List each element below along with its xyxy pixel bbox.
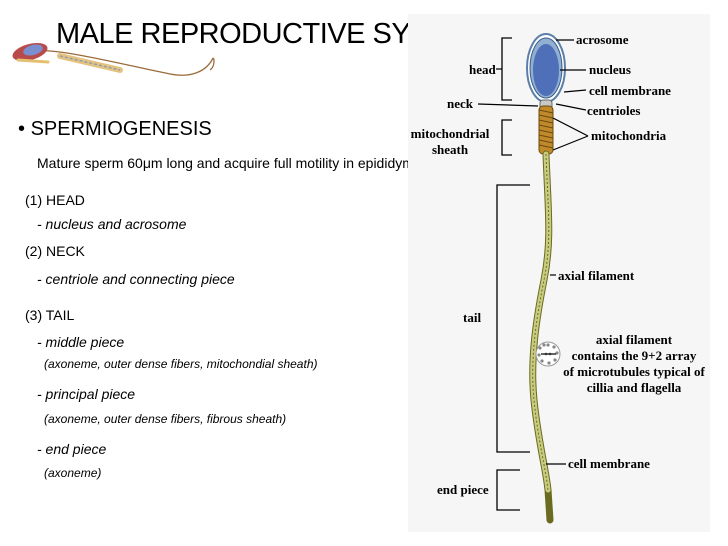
axial-note-line2: contains the 9+2 array [571, 348, 697, 363]
tail-principal-piece: - principal piece [37, 386, 136, 402]
tail-middle-piece: - middle piece [37, 334, 125, 350]
tail-end-piece: - end piece [37, 441, 107, 457]
label-neck: neck [447, 96, 473, 111]
tail-fibers [532, 153, 550, 491]
tail-principal-note: (axoneme, outer dense fibers, fibrous sh… [44, 412, 287, 426]
label-head: head [469, 62, 496, 77]
mitochondria-coils [538, 109, 554, 149]
nucleus-shape [533, 44, 559, 96]
axial-note-line1: axial filament [595, 332, 673, 347]
label-tail: tail [463, 310, 482, 325]
section-heading-text: SPERMIOGENESIS [30, 118, 212, 140]
label-mito-line1: mitochondrial [410, 126, 490, 141]
intro-text: Mature sperm 60μm long and acquire full … [37, 155, 425, 171]
label-axial-note: axial filament contains the 9+2 array of… [554, 332, 714, 396]
item-neck-label: (2) NECK [25, 243, 85, 259]
label-axial-filament: axial filament [558, 268, 635, 283]
label-mito-line2: sheath [431, 142, 469, 157]
section-heading: • SPERMIOGENESIS [18, 118, 212, 141]
item-head-label: (1) HEAD [25, 192, 85, 208]
label-end-piece: end piece [437, 482, 489, 497]
item-head-detail: - nucleus and acrosome [37, 216, 187, 232]
axial-note-line4: cillia and flagella [586, 380, 682, 395]
tail-end-note: (axoneme) [44, 466, 102, 480]
tail-middle-note: (axoneme, outer dense fibers, mitochondi… [44, 357, 318, 371]
pointer-lines [477, 39, 589, 465]
label-cell-membrane-bottom: cell membrane [568, 456, 650, 471]
label-nucleus: nucleus [589, 62, 631, 77]
label-acrosome: acrosome [576, 32, 629, 47]
label-cell-membrane-top: cell membrane [589, 83, 671, 98]
label-mitochondrial-sheath: mitochondrial sheath [404, 126, 496, 158]
axial-note-line3: of microtubules typical of [563, 364, 705, 379]
bullet-glyph: • [18, 118, 26, 140]
microtubule-dots [537, 343, 559, 365]
item-neck-detail: - centriole and connecting piece [37, 271, 235, 287]
item-tail-label: (3) TAIL [25, 307, 75, 323]
diagram-panel [408, 14, 710, 532]
label-mitochondria: mitochondria [591, 128, 667, 143]
label-centrioles: centrioles [587, 103, 641, 118]
